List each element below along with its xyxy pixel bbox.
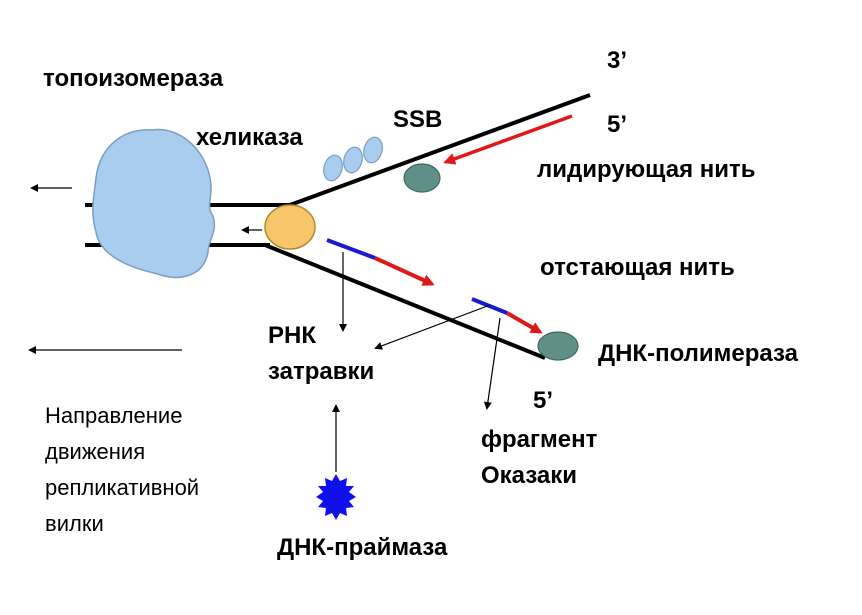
lagging-template-strand xyxy=(264,243,546,360)
leading-template-strand xyxy=(289,93,591,207)
leading-dna-polymerase xyxy=(403,163,441,193)
direction-label-line2: движения xyxy=(45,439,145,464)
okazaki-label-line1: фрагмент xyxy=(481,426,598,453)
ssb-label: SSB xyxy=(393,106,442,133)
helicase-label: хеликаза xyxy=(196,124,303,151)
dna-primase-shape xyxy=(316,474,356,520)
end-5-prime-bottom: 5’ xyxy=(533,387,553,414)
rna-primers-label-line1: РНК xyxy=(268,322,316,349)
end-3-prime-top: 3’ xyxy=(607,47,627,74)
rna-primer-1 xyxy=(326,238,376,260)
direction-label-line3: репликативной xyxy=(45,475,199,500)
okazaki-label-line2: Оказаки xyxy=(481,462,577,489)
rna-primer-pointer-2 xyxy=(374,304,491,350)
rna-primer-2 xyxy=(471,297,508,315)
lagging-strand-label: отстающая нить xyxy=(540,254,735,281)
ssb-protein xyxy=(323,154,343,182)
okazaki-fragment-2 xyxy=(506,311,543,334)
direction-label-line4: вилки xyxy=(45,511,104,536)
leading-strand-label: лидирующая нить xyxy=(537,156,756,183)
topoisomerase-shape xyxy=(92,128,216,278)
okazaki-fragment-1 xyxy=(374,256,435,286)
direction-label-line1: Направление xyxy=(45,403,182,428)
topoisomerase-label: топоизомераза xyxy=(43,65,224,92)
ssb-protein xyxy=(343,146,363,174)
leading-new-dna-arrow xyxy=(443,114,573,165)
okazaki-pointer xyxy=(483,317,501,410)
rna-primers-label-line2: затравки xyxy=(268,358,374,385)
end-5-prime-top: 5’ xyxy=(607,111,627,138)
dna-polymerase-label: ДНК-полимераза xyxy=(598,340,799,367)
lagging-dna-polymerase xyxy=(537,331,579,361)
helicase-shape xyxy=(264,204,316,250)
primase-label: ДНК-праймаза xyxy=(277,534,448,561)
ssb-protein xyxy=(363,136,383,164)
